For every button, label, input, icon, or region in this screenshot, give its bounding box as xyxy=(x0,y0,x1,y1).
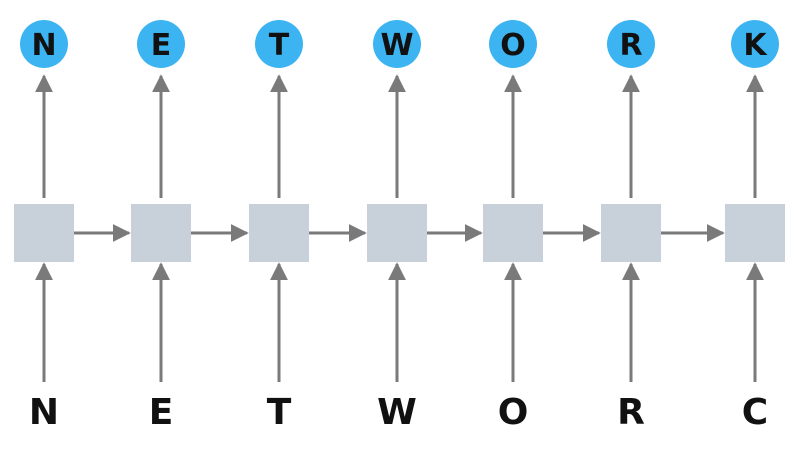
input-label-5: O xyxy=(498,392,529,433)
hidden-cell-6 xyxy=(601,204,661,262)
output-circle-2 xyxy=(137,20,185,68)
output-circle-5 xyxy=(489,20,537,68)
output-label-2: E xyxy=(151,28,172,63)
hidden-cell-7 xyxy=(725,204,785,262)
output-label-3: T xyxy=(269,28,290,63)
output-node-5: O xyxy=(489,20,537,68)
output-circle-7 xyxy=(731,20,779,68)
input-label-1: N xyxy=(29,392,59,433)
hidden-cell-1 xyxy=(14,204,74,262)
input-label-7: C xyxy=(742,392,768,433)
hidden-cell-4 xyxy=(367,204,427,262)
arrows-layer xyxy=(35,74,764,382)
output-label-7: K xyxy=(743,28,768,63)
output-node-2: E xyxy=(137,20,185,68)
output-label-6: R xyxy=(619,28,642,63)
output-label-5: O xyxy=(500,28,526,63)
hidden-cell-2 xyxy=(131,204,191,262)
output-circle-3 xyxy=(255,20,303,68)
input-label-3: T xyxy=(267,392,292,433)
output-circle-1 xyxy=(20,20,68,68)
output-node-4: W xyxy=(373,20,421,68)
output-node-6: R xyxy=(607,20,655,68)
hidden-cell-5 xyxy=(483,204,543,262)
output-node-1: N xyxy=(20,20,68,68)
output-circle-6 xyxy=(607,20,655,68)
output-node-7: K xyxy=(731,20,779,68)
hidden-cell-3 xyxy=(249,204,309,262)
input-label-2: E xyxy=(149,392,174,433)
output-circle-4 xyxy=(373,20,421,68)
output-node-3: T xyxy=(255,20,303,68)
input-label-4: W xyxy=(377,392,417,433)
hidden-cells-layer xyxy=(14,204,785,262)
output-label-4: W xyxy=(380,28,413,63)
input-label-6: R xyxy=(617,392,645,433)
output-label-1: N xyxy=(31,28,56,63)
